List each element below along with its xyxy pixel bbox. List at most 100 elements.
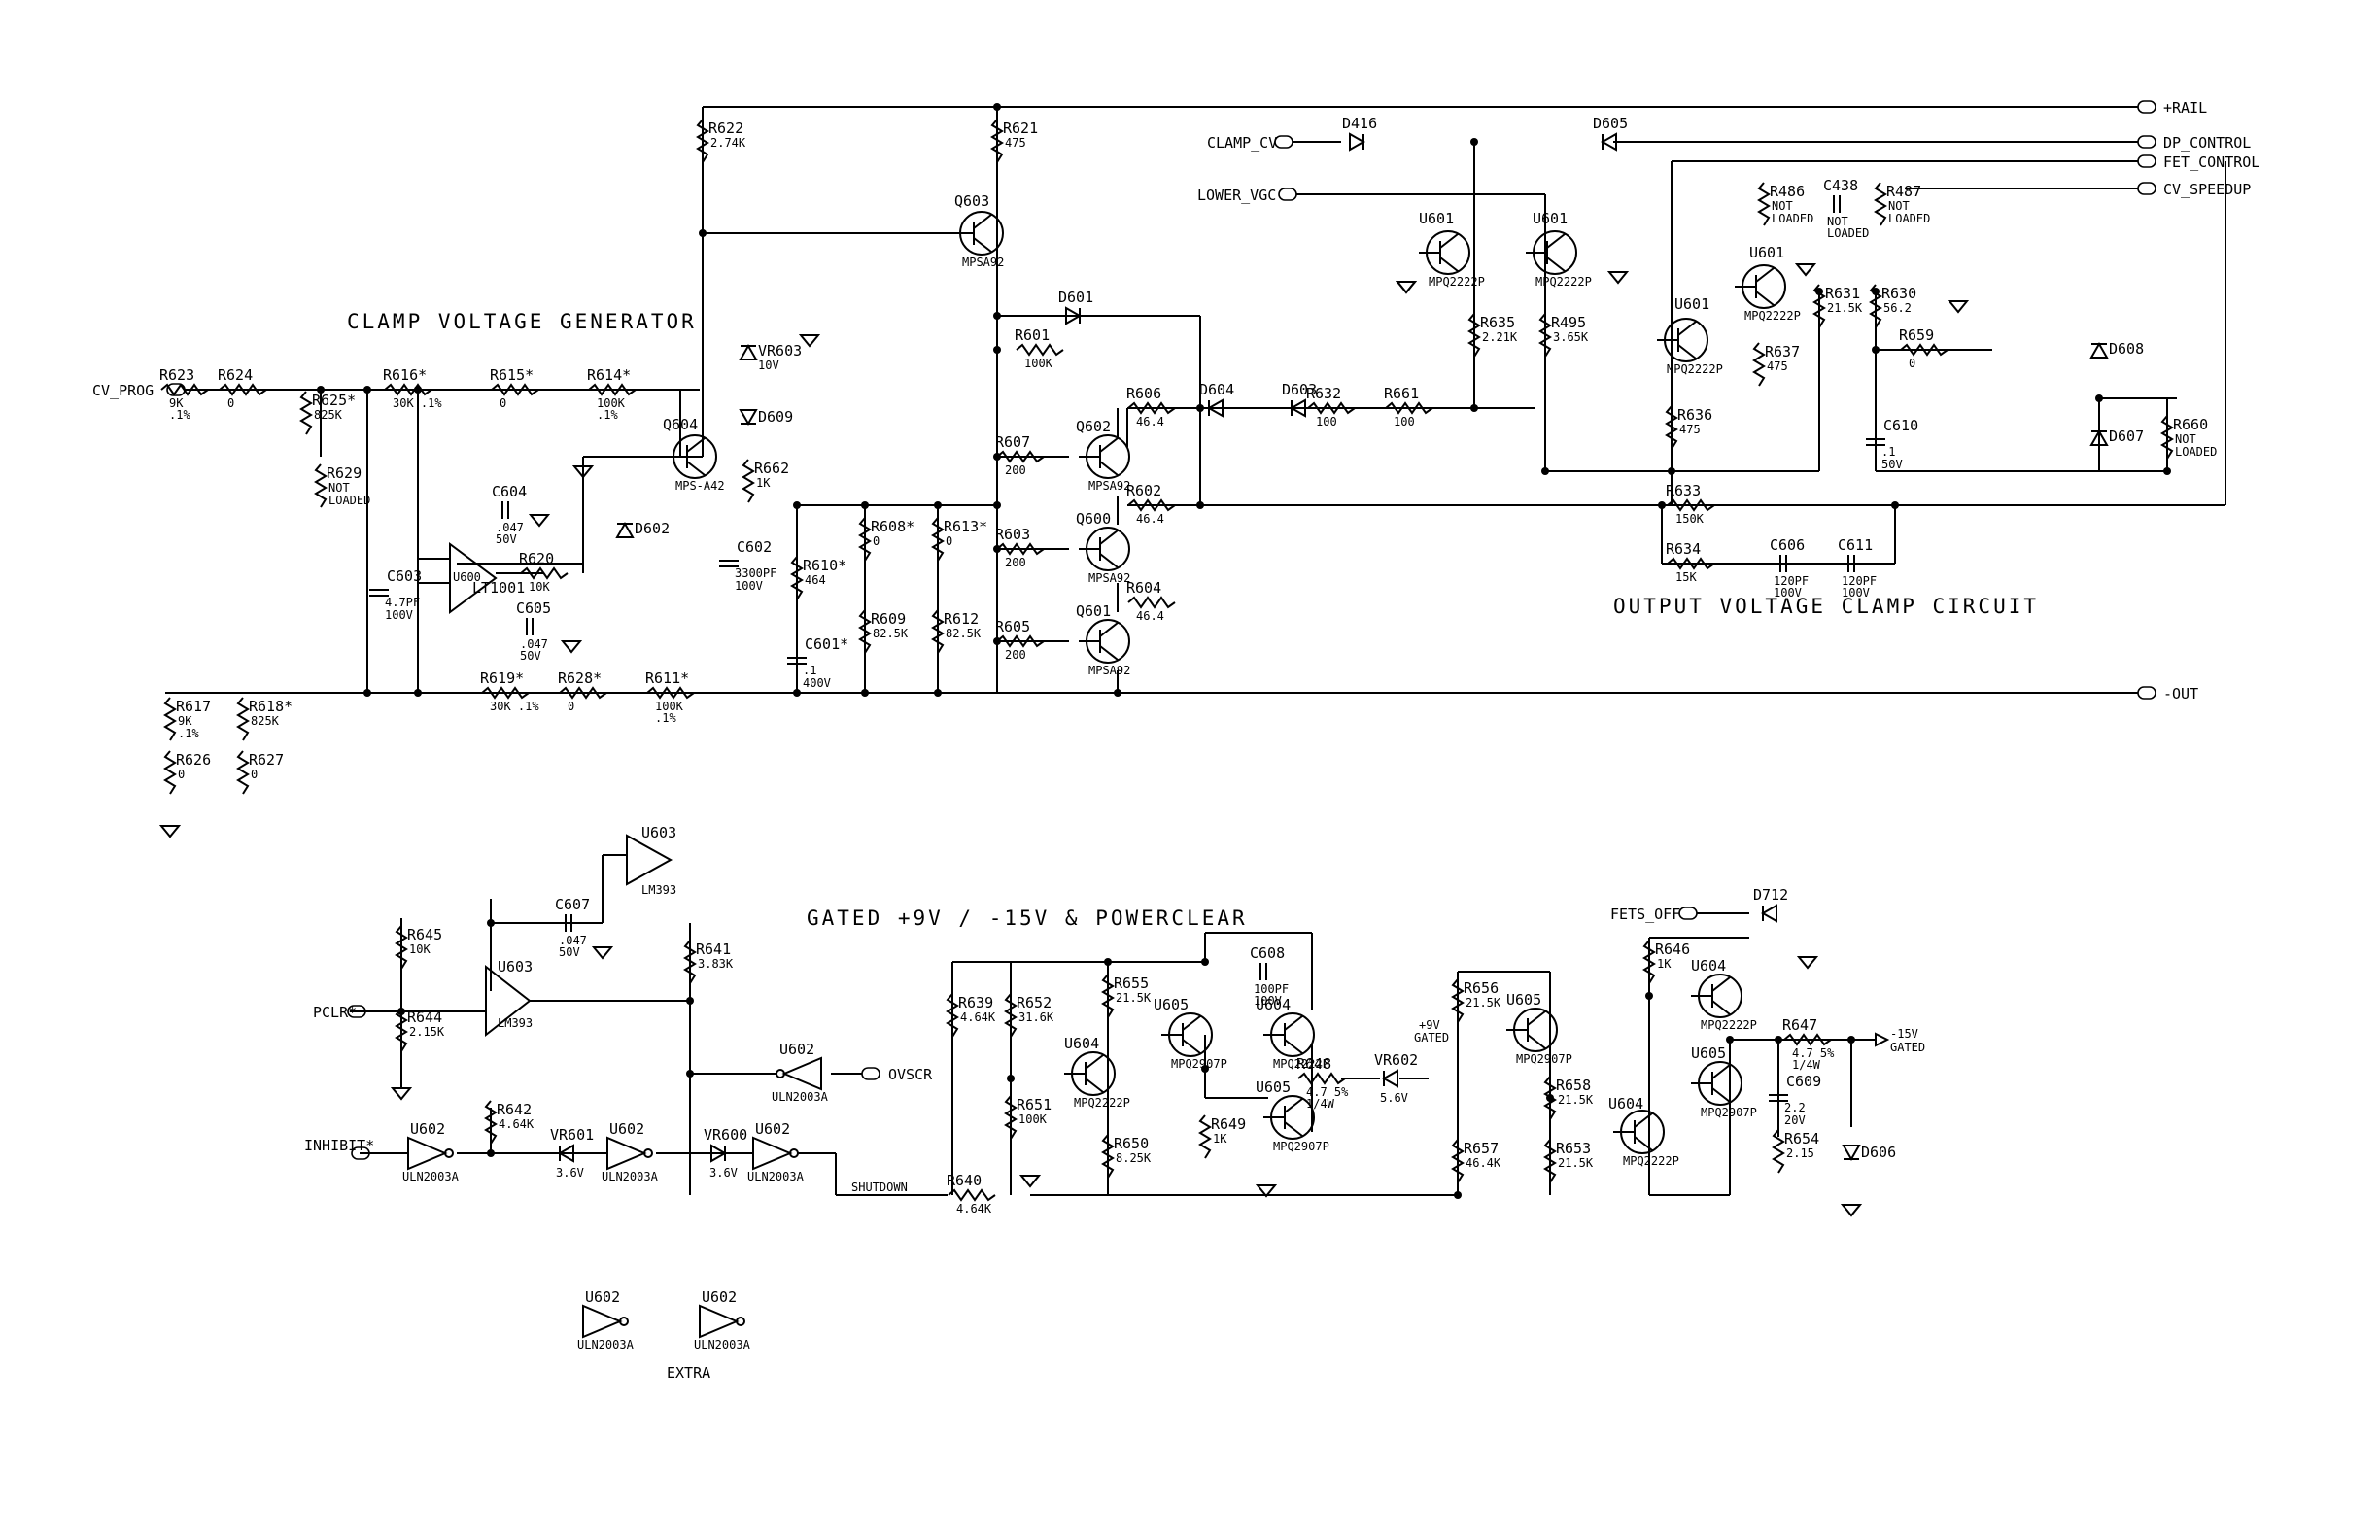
buffer-part: ULN2003A [772, 1090, 829, 1104]
junction-dot [993, 637, 1001, 645]
resistor-ref: R649 [1211, 1115, 1246, 1133]
resistor-r616: R616*30K .1% [383, 366, 442, 410]
resistor-value: 21.5K [1558, 1156, 1594, 1170]
diode-ref: VR602 [1374, 1051, 1418, 1069]
transistor-ref: U605 [1506, 991, 1541, 1009]
capacitor-value2: 100V [1774, 586, 1802, 599]
resistor-ref: R634 [1666, 540, 1701, 558]
diode-ref: D604 [1199, 381, 1234, 398]
buffer-part: ULN2003A [694, 1338, 751, 1352]
diode-ref: VR601 [550, 1126, 594, 1144]
resistor-value: 0 [1909, 357, 1915, 370]
capacitor-value: 3300PF [735, 566, 776, 580]
junction-dot [1658, 501, 1666, 509]
buffer-part: ULN2003A [402, 1170, 460, 1183]
capacitor-value2: 100V [1842, 586, 1870, 599]
port-out-neg: -OUT [165, 685, 2198, 702]
resistor-ref: R611* [645, 669, 689, 687]
port-fets-off: FETS_OFF [1610, 906, 1749, 923]
port-fet-control: FET_CONTROL [1672, 154, 2259, 171]
resistor-value: 825K [251, 714, 280, 728]
resistor-value: 1K [1657, 957, 1672, 971]
resistor-value: 1K [1213, 1132, 1227, 1146]
transistor-ref: U605 [1691, 1044, 1726, 1062]
resistor-value2: LOADED [1772, 212, 1813, 225]
capacitor-ref: C610 [1883, 417, 1918, 434]
transistor-part: MPQ2222P [1273, 1057, 1329, 1071]
resistor-ref: R624 [218, 366, 253, 384]
junction-dot [317, 386, 325, 394]
transistor-ref: U601 [1533, 210, 1568, 227]
resistor-ref: R627 [249, 751, 284, 769]
resistor-value: 4.7 5% [1306, 1085, 1349, 1099]
junction-dot [934, 689, 942, 697]
buffer-ref: U602 [410, 1120, 445, 1138]
resistor-ref: R610* [803, 557, 846, 574]
port-ovscr: OVSCR [831, 1066, 933, 1083]
svg-text:-15V: -15V [1890, 1027, 1918, 1041]
capacitor-value2: 50V [559, 945, 580, 959]
resistor-ref: R618* [249, 698, 293, 715]
capacitor-value: 100PF [1254, 982, 1289, 996]
resistor-ref: R629 [327, 464, 362, 482]
resistor-value: 4.64K [956, 1202, 992, 1215]
capacitor-value: .047 [496, 521, 524, 534]
capacitor-ref: C601* [805, 635, 848, 653]
capacitor-value: .1 [803, 664, 816, 677]
resistor-value: 3.83K [698, 957, 734, 971]
resistor-ref: R633 [1666, 482, 1701, 499]
resistor-value: 21.5K [1558, 1093, 1594, 1107]
resistor-ref: R648 [1296, 1055, 1331, 1073]
resistor-ref: R639 [958, 994, 993, 1011]
grounds [158, 263, 1970, 1217]
resistor-ref: R614* [587, 366, 631, 384]
capacitor-value2: 100V [385, 608, 413, 622]
ground-symbol [1018, 1175, 1042, 1188]
diode-ref: D712 [1753, 886, 1788, 904]
diode-d605: D605 [1593, 115, 1628, 152]
resistor-value: 475 [1767, 359, 1788, 373]
buffer-ref: U602 [702, 1288, 737, 1306]
resistor-ref: R661 [1384, 385, 1419, 402]
transistor-ref: U604 [1691, 957, 1726, 975]
diode-value: 10V [758, 359, 779, 372]
svg-text:GATED: GATED [1414, 1031, 1449, 1044]
svg-text:LM393: LM393 [641, 883, 676, 897]
diode-vr602: VR602 5.6V [1374, 1051, 1418, 1105]
resistor-value: NOT [1888, 199, 1910, 213]
extra-label: EXTRA [667, 1364, 710, 1382]
resistor-ref: R654 [1784, 1130, 1819, 1147]
transistor-part: MPQ2222P [1623, 1154, 1679, 1168]
resistor-ref: R620 [519, 550, 554, 567]
resistor-ref: R495 [1551, 314, 1586, 331]
resistor-value: 10K [409, 942, 431, 956]
ground-symbol [798, 334, 821, 348]
transistor-ref: U604 [1256, 996, 1291, 1013]
diode-value: 5.6V [1380, 1091, 1408, 1105]
